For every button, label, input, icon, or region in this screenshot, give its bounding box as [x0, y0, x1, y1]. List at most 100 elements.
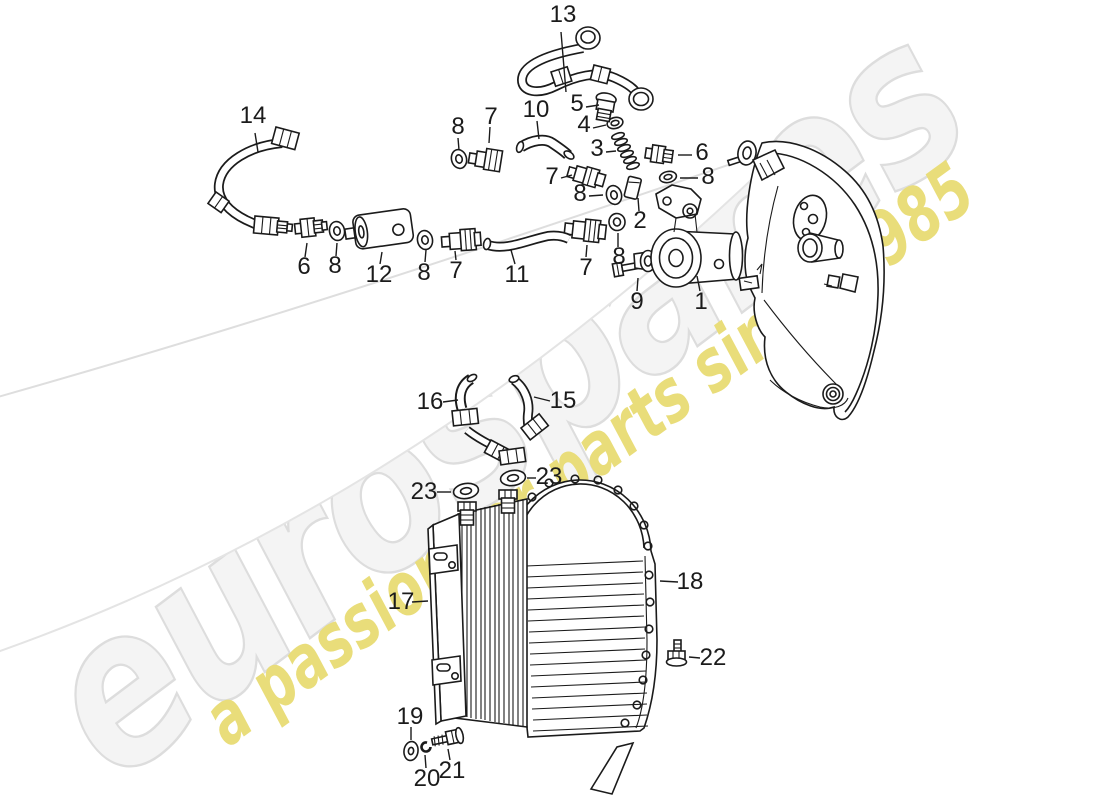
- svg-text:17: 17: [388, 588, 415, 615]
- svg-text:10: 10: [523, 96, 550, 123]
- callout-8-a[interactable]: 8: [451, 113, 465, 151]
- cover-tab: [738, 263, 763, 292]
- svg-text:7: 7: [449, 257, 462, 284]
- callout-8-d[interactable]: 8: [612, 233, 626, 270]
- svg-text:2: 2: [633, 207, 646, 234]
- piston-2: [623, 175, 642, 200]
- cover-clamp: [823, 273, 859, 293]
- callout-11[interactable]: 11: [505, 249, 530, 288]
- callout-6-a[interactable]: 6: [678, 139, 709, 166]
- oil-cooler-17: [427, 489, 528, 728]
- svg-text:6: 6: [297, 253, 310, 280]
- plug-6-top: [644, 143, 675, 165]
- callout-10[interactable]: 10: [523, 96, 550, 140]
- plug-5: [595, 92, 617, 123]
- hose-13: [516, 26, 654, 111]
- callout-8-e[interactable]: 8: [328, 242, 342, 279]
- cooler-bracket-lower: [431, 655, 462, 686]
- callout-7-c[interactable]: 7: [449, 250, 463, 284]
- cooler-bracket-upper: [428, 544, 459, 575]
- cover-18-leg: [589, 741, 635, 795]
- svg-text:7: 7: [545, 163, 558, 190]
- valve-housing-1: [633, 184, 744, 288]
- callout-1[interactable]: 1: [694, 275, 708, 315]
- svg-text:1: 1: [694, 288, 707, 315]
- seal-ring-4: [606, 116, 624, 130]
- callout-12[interactable]: 12: [366, 251, 393, 288]
- callout-18[interactable]: 18: [659, 568, 704, 595]
- svg-text:8: 8: [573, 180, 586, 207]
- cover-boss: [797, 231, 844, 263]
- callout-3[interactable]: 3: [590, 135, 617, 162]
- plug-6-left: [293, 217, 329, 239]
- union-fitting-7-top: [467, 147, 504, 173]
- hose-14: [206, 126, 301, 236]
- callout-8-f[interactable]: 8: [417, 249, 431, 286]
- cooler-cover-18: [508, 474, 658, 795]
- callout-15[interactable]: 15: [533, 387, 576, 414]
- callout-6-b[interactable]: 6: [297, 242, 311, 280]
- svg-text:8: 8: [328, 252, 341, 279]
- svg-text:7: 7: [484, 103, 497, 130]
- callout-9[interactable]: 9: [630, 277, 644, 315]
- svg-text:16: 16: [417, 388, 444, 415]
- svg-text:23: 23: [536, 463, 563, 490]
- callout-7-b[interactable]: 7: [545, 163, 573, 190]
- callout-8-c[interactable]: 8: [573, 180, 604, 207]
- callout-14[interactable]: 14: [240, 102, 267, 153]
- callout-7-a[interactable]: 7: [484, 103, 498, 144]
- callout-22[interactable]: 22: [688, 644, 726, 671]
- callout-13[interactable]: 13: [550, 1, 577, 93]
- seal-ring-8-e: [608, 212, 626, 232]
- callout-23-b[interactable]: 23: [411, 478, 451, 505]
- svg-text:8: 8: [701, 163, 714, 190]
- bolt-21: [430, 726, 465, 747]
- washer-19: [403, 740, 419, 762]
- watermark-swoosh: [0, 148, 778, 651]
- union-fitting-7-row: [440, 227, 482, 252]
- watermark-swoosh-edge-upper: [0, 147, 779, 398]
- cover-drain-plug: [822, 383, 844, 405]
- hose-15: [498, 374, 550, 466]
- cooler-stud-right: [498, 489, 518, 514]
- seal-ring-23-b: [499, 469, 527, 487]
- callout-23-a[interactable]: 23: [527, 463, 562, 490]
- seal-ring-8-f: [658, 170, 678, 184]
- bolt-22: [665, 639, 688, 667]
- svg-text:8: 8: [612, 243, 625, 270]
- callout-8-b[interactable]: 8: [680, 163, 715, 190]
- callout-20[interactable]: 20: [414, 754, 441, 792]
- hose-11: [482, 230, 572, 252]
- seal-ring-8-b: [328, 220, 346, 242]
- seal-ring-23-a: [452, 482, 480, 500]
- svg-text:14: 14: [240, 102, 267, 129]
- callout-17[interactable]: 17: [388, 588, 429, 615]
- seal-ring-8-a: [450, 148, 468, 170]
- svg-text:9: 9: [630, 288, 643, 315]
- svg-text:6: 6: [695, 139, 708, 166]
- callout-16[interactable]: 16: [417, 388, 459, 415]
- svg-text:20: 20: [414, 765, 441, 792]
- seal-ring-8-d: [605, 184, 623, 206]
- svg-text:8: 8: [417, 259, 430, 286]
- cooler-stud-left: [457, 501, 477, 526]
- callout-19[interactable]: 19: [397, 703, 424, 740]
- spring-3: [610, 131, 641, 171]
- callout-21[interactable]: 21: [439, 748, 466, 784]
- svg-text:11: 11: [505, 261, 530, 288]
- cover-top-stud: [726, 140, 786, 182]
- seal-ring-8-c: [416, 229, 434, 251]
- union-fitting-7-mid: [565, 164, 607, 189]
- callout-7-d[interactable]: 7: [579, 244, 593, 281]
- callout-4[interactable]: 4: [577, 111, 607, 138]
- callouts: 13 14 8 7 10 5 4 3 6 8 7 8 2 8 6 8 12 8 …: [240, 1, 727, 792]
- svg-text:7: 7: [579, 254, 592, 281]
- svg-text:5: 5: [570, 90, 583, 117]
- oil-line-connector-12: [343, 208, 415, 250]
- callout-5[interactable]: 5: [570, 90, 600, 117]
- svg-text:18: 18: [677, 568, 704, 595]
- callout-2[interactable]: 2: [633, 197, 647, 234]
- lock-washer-20: [420, 741, 432, 753]
- svg-text:23: 23: [411, 478, 438, 505]
